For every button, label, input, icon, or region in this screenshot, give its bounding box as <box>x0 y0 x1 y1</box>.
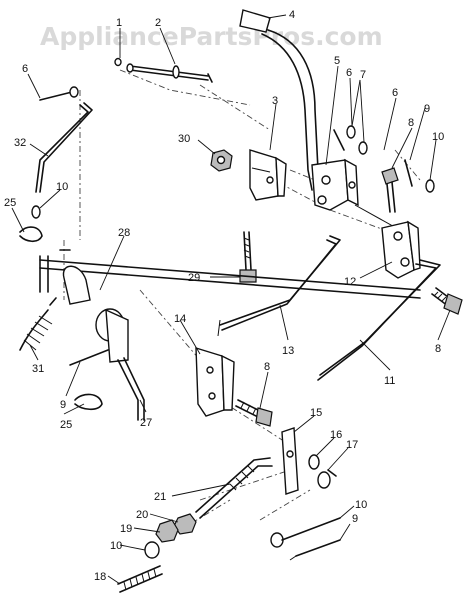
callout-12: 12 <box>344 276 356 288</box>
callout-25-middle: 25 <box>60 419 72 431</box>
callout-29: 29 <box>188 272 200 284</box>
callout-27: 27 <box>140 417 152 429</box>
callout-11: 11 <box>384 375 395 387</box>
part-spring-31 <box>19 297 57 351</box>
callout-6-left: 6 <box>22 63 28 75</box>
part-link-27 <box>117 357 145 421</box>
callout-18: 18 <box>94 571 106 583</box>
callout-9-middle: 9 <box>60 399 66 411</box>
callout-30: 30 <box>178 133 190 145</box>
part-rod-21 <box>195 457 273 519</box>
callout-8-right: 8 <box>435 343 441 355</box>
callout-31: 31 <box>32 363 44 375</box>
callout-25-left: 25 <box>4 197 16 209</box>
part-bolt-29 <box>239 231 257 283</box>
callout-8-lower: 8 <box>264 361 270 373</box>
callout-2: 2 <box>155 17 161 29</box>
callout-1: 1 <box>116 17 122 29</box>
watermark-text: AppliancePartsPros.com <box>40 22 383 51</box>
alignment-lines <box>63 69 421 531</box>
part-washer-10-lower-left <box>144 541 160 559</box>
callout-7: 7 <box>360 69 366 81</box>
callout-17: 17 <box>346 439 358 451</box>
callout-19: 19 <box>120 523 132 535</box>
part-link-rod-32 <box>35 102 93 193</box>
part-bracket-15 <box>281 427 299 495</box>
callout-8-upper: 8 <box>408 117 414 129</box>
part-bolt-8-lower <box>235 399 273 427</box>
part-hex-nut-30 <box>210 149 233 172</box>
callout-6-top: 6 <box>346 67 352 79</box>
callout-21: 21 <box>154 491 166 503</box>
part-clip-25-left <box>19 226 43 243</box>
callout-4: 4 <box>289 9 295 21</box>
part-lift-handle <box>239 9 323 191</box>
callout-16: 16 <box>330 429 342 441</box>
callout-5: 5 <box>334 55 340 67</box>
part-shaft-28 <box>39 249 421 363</box>
part-washer-17 <box>317 469 337 489</box>
part-bracket-14 <box>195 347 235 417</box>
part-pin-6-left <box>39 86 79 101</box>
part-washer-10-left <box>31 205 41 219</box>
part-washer-10-lower-right <box>270 517 341 548</box>
callout-9-upper: 9 <box>424 103 430 115</box>
part-bolt-8-upper <box>381 167 399 213</box>
callout-9-lower: 9 <box>352 513 358 525</box>
part-pivot-bracket-upper <box>311 158 401 231</box>
callout-15: 15 <box>310 407 322 419</box>
part-washer-16 <box>308 454 320 470</box>
part-clevis-pin <box>126 63 213 83</box>
callout-3: 3 <box>272 95 278 107</box>
callout-6-right: 6 <box>392 87 398 99</box>
callout-14: 14 <box>174 313 186 325</box>
part-spring-18 <box>117 565 163 593</box>
part-bolt-8-right <box>431 287 463 315</box>
callout-13: 13 <box>282 345 294 357</box>
callout-28: 28 <box>118 227 130 239</box>
callout-10-lower-left: 10 <box>110 540 122 552</box>
callout-20: 20 <box>136 509 148 521</box>
part-rod-13 <box>217 235 341 337</box>
part-pivot-bracket-lower <box>381 220 421 279</box>
callout-10-upper: 10 <box>432 131 444 143</box>
callout-10-left: 10 <box>56 181 68 193</box>
part-small-pin <box>114 57 122 67</box>
leader-lines <box>11 14 451 585</box>
part-rod-11 <box>317 259 441 381</box>
callout-32: 32 <box>14 137 26 149</box>
part-clip-9-middle <box>69 349 109 366</box>
part-bracket <box>249 149 287 201</box>
washers-upper-right <box>333 125 435 193</box>
callout-10-lower-right: 10 <box>355 499 367 511</box>
part-clip-25-middle <box>74 393 103 411</box>
part-clip-9-lower <box>289 539 341 561</box>
callout-labels: 1 2 3 4 5 6 6 6 7 8 8 8 9 9 9 10 10 10 1… <box>4 9 444 583</box>
